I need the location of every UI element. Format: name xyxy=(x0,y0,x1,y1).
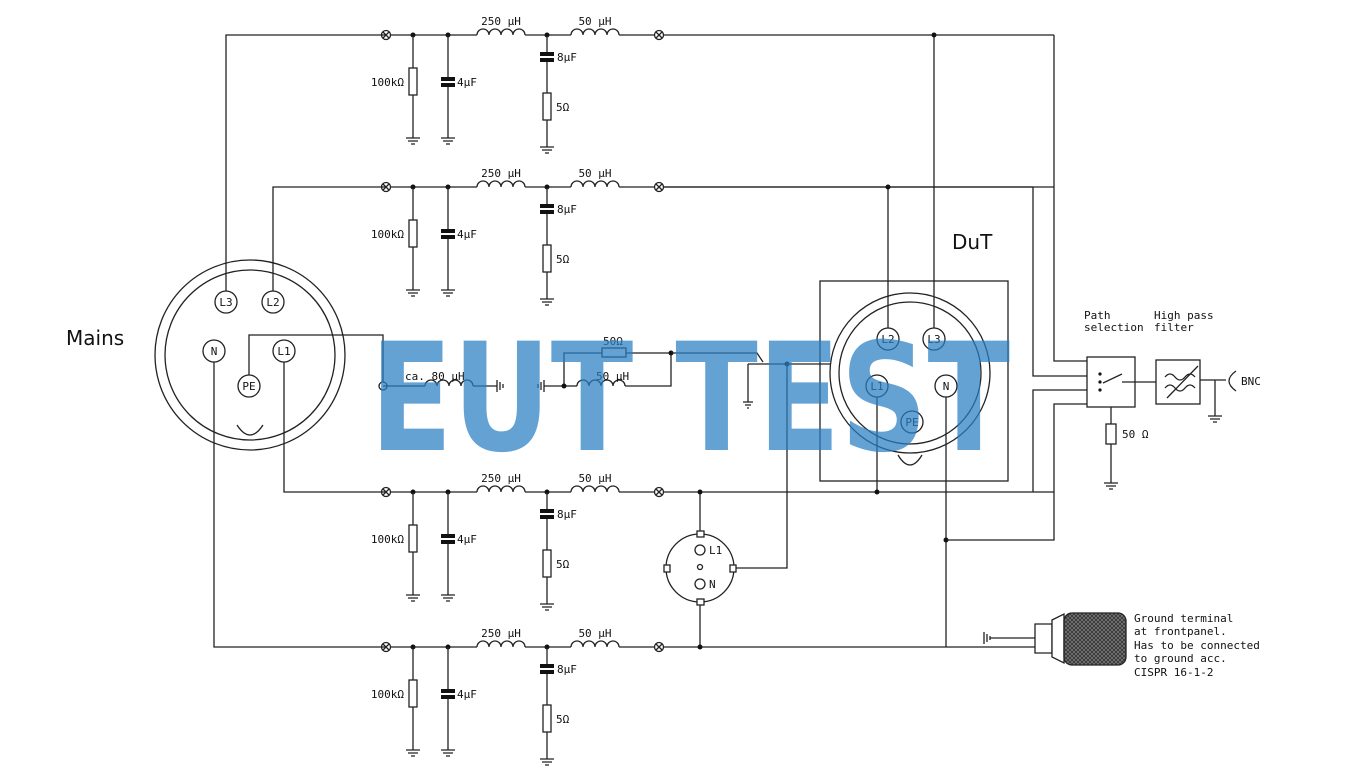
filter-stage: 250 µH 50 µH 100kΩ 4µF 8µF 5Ω xyxy=(371,167,1054,306)
inductor-50-label: 50 µH xyxy=(578,15,611,28)
ground-terminal xyxy=(983,612,1127,666)
mains-label: Mains xyxy=(66,326,124,350)
capacitor-8u-label: 8µF xyxy=(557,51,577,64)
capacitor-4u-label: 4µF xyxy=(457,533,477,546)
resistor-5-label: 5Ω xyxy=(556,253,570,266)
capacitor-8u-label: 8µF xyxy=(557,508,577,521)
dut-pin-l2: L2 xyxy=(881,333,894,346)
capacitor-4u-label: 4µF xyxy=(457,76,477,89)
filter-stage: 250 µH 50 µH 100kΩ 4µF 8µF 5Ω xyxy=(371,627,1054,766)
ground-term-text-1: Ground terminal xyxy=(1134,612,1233,625)
capacitor-8u-label: 8µF xyxy=(557,663,577,676)
resistor-100k-label: 100kΩ xyxy=(371,228,404,241)
mains-pin-l3: L3 xyxy=(219,296,232,309)
high-pass-label-1: High pass xyxy=(1154,309,1214,322)
capacitor-4u-label: 4µF xyxy=(457,228,477,241)
dut-pin-l3: L3 xyxy=(927,333,940,346)
mains-pin-n: N xyxy=(211,345,218,358)
dut-pin-n: N xyxy=(943,380,950,393)
filter-stage: 250 µH 50 µH 100kΩ 4µF 8µF 5Ω xyxy=(371,15,1054,154)
mains-connector: L3 L2 N L1 PE xyxy=(154,259,346,451)
dut-pin-pe: PE xyxy=(905,416,918,429)
dut-pin-l1: L1 xyxy=(870,380,883,393)
schuko-pin-l1: L1 xyxy=(709,544,722,557)
inductor-250-label: 250 µH xyxy=(481,167,521,180)
inductor-50-label: 50 µH xyxy=(578,472,611,485)
pe-network: ca. 80 µH 50Ω 50 µH xyxy=(378,335,912,569)
filter-stages: 250 µH 50 µH 100kΩ 4µF 8µF 5Ω 250 µH 50 µH 100kΩ… xyxy=(371,15,1054,766)
inductor-50-label: 50 µH xyxy=(578,627,611,640)
pe-inductor-label: ca. 80 µH xyxy=(405,370,465,383)
inductor-250-label: 250 µH xyxy=(481,472,521,485)
capacitor-4u-label: 4µF xyxy=(457,688,477,701)
resistor-5-label: 5Ω xyxy=(556,713,570,726)
ground-term-text-3: Has to be connected xyxy=(1134,639,1260,652)
mains-pin-pe: PE xyxy=(242,380,255,393)
resistor-100k-label: 100kΩ xyxy=(371,76,404,89)
mains-wiring xyxy=(213,34,386,648)
inductor-250-label: 250 µH xyxy=(481,627,521,640)
ground-term-text-5: CISPR 16-1-2 xyxy=(1134,666,1213,679)
pe-resistor-label: 50Ω xyxy=(603,335,623,348)
ground-term-text-4: to ground acc. xyxy=(1134,652,1227,665)
filter-stage: 250 µH 50 µH 100kΩ 4µF 8µF 5Ω xyxy=(371,472,1054,611)
pe-inductor2-label: 50 µH xyxy=(596,370,629,383)
mains-pin-l1: L1 xyxy=(277,345,290,358)
resistor-100k-label: 100kΩ xyxy=(371,533,404,546)
resistor-5-label: 5Ω xyxy=(556,558,570,571)
schuko-pin-n: N xyxy=(709,578,716,591)
resistor-5-label: 5Ω xyxy=(556,101,570,114)
bnc-label: BNC xyxy=(1241,375,1261,388)
ground-term-text-2: at frontpanel. xyxy=(1134,625,1227,638)
resistor-100k-label: 100kΩ xyxy=(371,688,404,701)
mains-pin-l2: L2 xyxy=(266,296,279,309)
schuko-socket: L1 N xyxy=(663,489,737,650)
watermark: EUT TEST xyxy=(370,312,1010,486)
path-sel-label-2: selection xyxy=(1084,321,1144,334)
high-pass-label-2: filter xyxy=(1154,321,1194,334)
r50-label: 50 Ω xyxy=(1122,428,1149,441)
dut-label: DuT xyxy=(952,230,993,254)
output-bus xyxy=(946,35,1237,541)
inductor-50-label: 50 µH xyxy=(578,167,611,180)
capacitor-8u-label: 8µF xyxy=(557,203,577,216)
path-sel-label-1: Path xyxy=(1084,309,1111,322)
inductor-250-label: 250 µH xyxy=(481,15,521,28)
dut-box: L2 L3 L1 N PE xyxy=(819,32,1009,647)
